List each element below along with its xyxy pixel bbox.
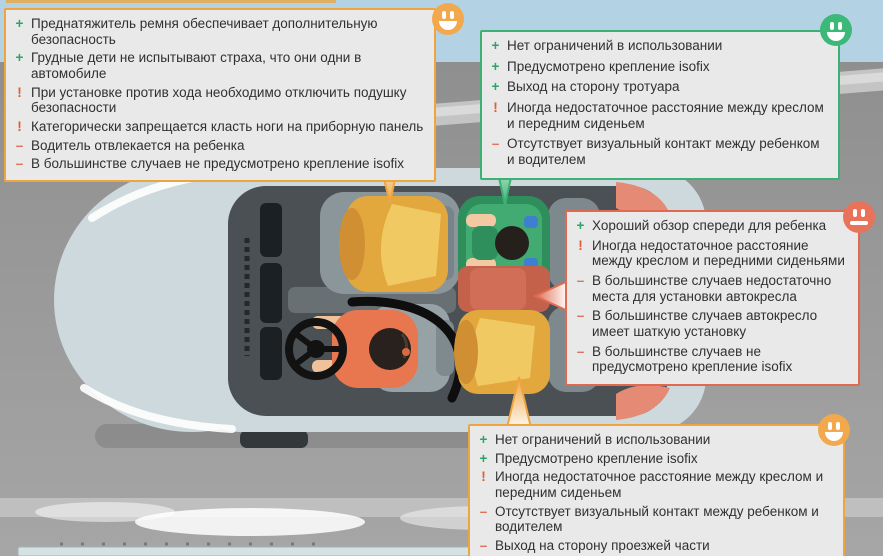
list-item: + Предусмотрено крепление isofix — [490, 59, 828, 75]
list-item: + Преднатяжитель ремня обеспечивает допо… — [14, 16, 424, 47]
callout-front-passenger-seat: + Преднатяжитель ремня обеспечивает допо… — [4, 3, 464, 182]
minus-bullet-icon: – — [576, 308, 585, 324]
item-text: Выход на сторону тротуара — [507, 79, 680, 95]
item-text: Преднатяжитель ремня обеспечивает дополн… — [31, 16, 378, 47]
driver-head — [369, 328, 411, 370]
top-edge-strip — [6, 0, 336, 3]
item-text: Категорически запрещается класть ноги на… — [31, 118, 424, 134]
minus-bullet-icon: – — [479, 537, 488, 553]
list-item: – В большинстве случаев недостаточно мес… — [575, 273, 848, 304]
plus-bullet-icon: + — [576, 218, 585, 233]
item-text: Грудные дети не испытывают страха, что о… — [31, 50, 362, 81]
item-text: В большинстве случаев не предусмотрено к… — [31, 156, 405, 172]
list-item: – Отсутствует визуальный контакт между р… — [478, 504, 833, 535]
list-item: ! Иногда недостаточное расстояние между … — [478, 469, 833, 500]
item-text: Предусмотрено крепление isofix — [495, 450, 698, 466]
tail-light-top — [616, 182, 670, 217]
happy-face-icon — [820, 14, 852, 46]
item-text: Иногда недостаточное расстояние между кр… — [495, 469, 824, 500]
item-text: Отсутствует визуальный контакт между реб… — [507, 136, 820, 167]
item-text: Нет ограничений в использовании — [495, 432, 711, 447]
dashboard-vents — [260, 203, 282, 380]
item-text: В большинстве случаев автокресло имеет ш… — [592, 308, 818, 339]
minus-bullet-icon: – — [15, 156, 24, 172]
front-wheel — [240, 430, 308, 448]
plus-bullet-icon: + — [479, 450, 488, 466]
callout-rear-seat-road-side: + Нет ограничений в использовании + Пред… — [468, 414, 850, 556]
warning-bullet-icon: ! — [17, 84, 22, 100]
list-item: – Водитель отвлекается на ребенка — [14, 138, 424, 154]
driver — [285, 296, 465, 403]
item-text: Иногда недостаточное расстояние между кр… — [592, 237, 845, 269]
item-text: Выход на сторону проезжей части — [495, 537, 710, 553]
plus-bullet-icon: + — [491, 58, 500, 74]
plus-bullet-icon: + — [479, 432, 488, 447]
list-item: + Грудные дети не испытывают страха, что… — [14, 50, 424, 81]
item-text: Иногда недостаточное расстояние между кр… — [507, 99, 824, 131]
list-item: + Выход на сторону тротуара — [490, 79, 828, 95]
happy-face-icon — [818, 414, 850, 446]
driver-ear — [402, 348, 410, 356]
warning-bullet-icon: ! — [17, 118, 22, 134]
item-text: Предусмотрено крепление isofix — [507, 58, 710, 74]
rear-yellow-child-seat — [454, 310, 550, 394]
tail-light-bottom — [616, 385, 670, 420]
item-text: Водитель отвлекается на ребенка — [31, 137, 245, 153]
list-item: ! Категорически запрещается класть ноги … — [14, 119, 424, 135]
item-text: Хороший обзор спереди для ребенка — [592, 218, 827, 233]
plus-bullet-icon: + — [491, 79, 500, 95]
plus-bullet-icon: + — [15, 16, 24, 31]
list-item: + Нет ограничений в использовании — [478, 432, 833, 448]
plus-bullet-icon: + — [15, 50, 24, 66]
item-text: При установке против хода необходимо отк… — [31, 84, 407, 116]
list-item: + Хороший обзор спереди для ребенка — [575, 218, 848, 234]
item-text: В большинстве случаев не предусмотрено к… — [592, 343, 793, 375]
list-item: – Выход на сторону проезжей части — [478, 538, 833, 554]
minus-bullet-icon: – — [15, 137, 24, 153]
list-item: ! При установке против хода необходимо о… — [14, 85, 424, 116]
plus-bullet-icon: + — [491, 38, 500, 53]
rear-middle-seat — [458, 266, 550, 312]
list-item: – В большинстве случаев автокресло имеет… — [575, 308, 848, 339]
front-child-seat — [339, 196, 448, 292]
steering-wheel — [285, 318, 347, 380]
item-text: Нет ограничений в использовании — [507, 38, 723, 53]
list-item: – В большинстве случаев не предусмотрено… — [14, 156, 424, 172]
child-head — [495, 226, 529, 260]
minus-bullet-icon: – — [491, 136, 500, 152]
item-text: Отсутствует визуальный контакт между реб… — [495, 503, 819, 535]
callout-rear-seat-curb-side: + Нет ограничений в использовании + Пред… — [480, 14, 852, 180]
minus-bullet-icon: – — [576, 343, 585, 359]
item-text: В большинстве случаев недостаточно места… — [592, 272, 832, 304]
list-item: – Отсутствует визуальный контакт между р… — [490, 136, 828, 167]
neutral-face-icon — [843, 201, 875, 233]
hood-highlight-bottom — [80, 384, 236, 433]
list-item: + Предусмотрено крепление isofix — [478, 451, 833, 467]
happy-face-icon — [432, 3, 464, 35]
list-item: – В большинстве случаев не предусмотрено… — [575, 344, 848, 375]
warning-bullet-icon: ! — [578, 237, 583, 253]
minus-bullet-icon: – — [479, 503, 488, 519]
callout-rear-middle-seat: + Хороший обзор спереди для ребенка ! Ин… — [565, 201, 875, 386]
list-item: + Нет ограничений в использовании — [490, 38, 828, 54]
list-item: ! Иногда недостаточное расстояние между … — [490, 100, 828, 131]
warning-bullet-icon: ! — [493, 99, 498, 115]
list-item: ! Иногда недостаточное расстояние между … — [575, 238, 848, 269]
warning-bullet-icon: ! — [481, 469, 486, 485]
minus-bullet-icon: – — [576, 272, 585, 288]
